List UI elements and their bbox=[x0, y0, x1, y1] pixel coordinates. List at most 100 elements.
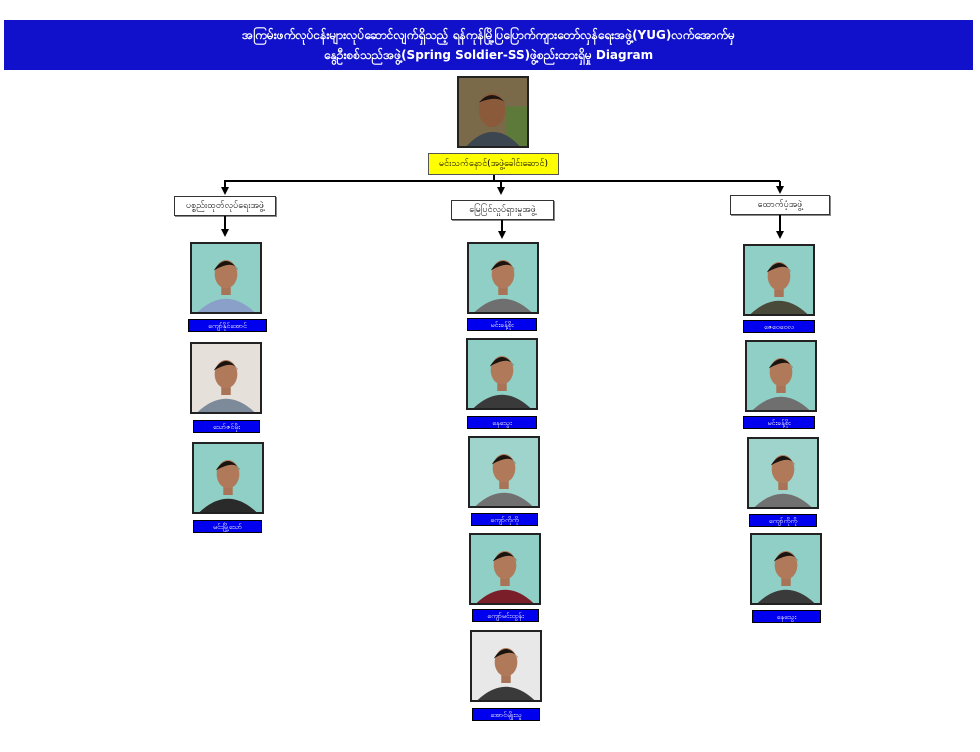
portrait-hair bbox=[489, 357, 515, 367]
member-photo bbox=[743, 244, 815, 316]
member-name-label: မင်းခန့်စိုး bbox=[467, 318, 537, 331]
portrait-neck bbox=[781, 576, 791, 586]
portrait-hair bbox=[213, 261, 239, 271]
member-name-label: အောင်မျိုးသူ bbox=[472, 708, 540, 721]
portrait-neck bbox=[776, 383, 786, 393]
portrait-neck bbox=[498, 285, 508, 295]
member-name-label: ဇေဝေဝေလ bbox=[743, 320, 815, 333]
diagram-title: အကြမ်းဖက်လုပ်ငန်းများလုပ်ဆောင်လျက်ရှိသည့… bbox=[4, 20, 973, 70]
member-name-label: နေသွေး bbox=[752, 610, 821, 623]
member-portrait bbox=[749, 439, 817, 507]
member-portrait bbox=[752, 535, 820, 603]
member-portrait bbox=[472, 632, 540, 700]
portrait-face bbox=[216, 460, 240, 489]
portrait-hair bbox=[492, 552, 518, 562]
member-name-label: သော်ဇင်မိုး bbox=[193, 420, 260, 433]
member-photo bbox=[750, 533, 822, 605]
connector-members-3 bbox=[779, 215, 781, 232]
arrow-group-1 bbox=[221, 187, 229, 195]
member-portrait bbox=[745, 246, 813, 314]
portrait-body bbox=[473, 394, 531, 408]
portrait-face bbox=[491, 260, 515, 289]
arrow-members-1 bbox=[221, 229, 229, 237]
portrait-body bbox=[197, 398, 255, 412]
member-photo bbox=[470, 630, 542, 702]
connector-group-1 bbox=[224, 181, 226, 188]
portrait-body bbox=[752, 396, 810, 410]
member-photo bbox=[468, 436, 540, 508]
portrait-neck bbox=[499, 479, 509, 489]
leader-photo bbox=[457, 76, 529, 148]
portrait-face bbox=[771, 455, 795, 484]
portrait-body bbox=[197, 298, 255, 312]
portrait-hair bbox=[773, 552, 799, 562]
leader-portrait bbox=[459, 78, 527, 146]
portrait-hair bbox=[768, 359, 794, 369]
member-name-label: ကျော်ကိုကို bbox=[749, 514, 817, 527]
member-portrait bbox=[468, 340, 536, 408]
portrait-neck bbox=[778, 480, 788, 490]
portrait-body bbox=[477, 686, 535, 700]
portrait-neck bbox=[500, 576, 510, 586]
connector-members-2 bbox=[501, 220, 503, 232]
portrait-face bbox=[490, 356, 514, 385]
portrait-body bbox=[199, 498, 257, 512]
member-portrait bbox=[192, 244, 260, 312]
member-portrait bbox=[469, 244, 537, 312]
member-portrait bbox=[470, 438, 538, 506]
portrait-face bbox=[767, 262, 791, 291]
portrait-hair bbox=[770, 456, 796, 466]
portrait-body bbox=[754, 493, 812, 507]
portrait-hair bbox=[493, 649, 519, 659]
portrait-neck bbox=[221, 285, 231, 295]
portrait-neck bbox=[497, 381, 507, 391]
portrait-face bbox=[494, 648, 518, 677]
connector-group-3 bbox=[779, 181, 781, 187]
group-label-production: ပစ္စည်းထုတ်လုပ်ရေးအဖွဲ့ bbox=[174, 196, 276, 216]
connector-group-2 bbox=[500, 181, 502, 188]
member-portrait bbox=[747, 342, 815, 410]
title-line-2: နွေဦးစစ်သည်အဖွဲ့(Spring Soldier-SS)ဖွဲ့စ… bbox=[323, 48, 654, 62]
portrait-face bbox=[214, 360, 238, 389]
portrait-hair bbox=[766, 263, 792, 273]
portrait-hair bbox=[491, 455, 517, 465]
group-label-support: ထောက်ပံ့အဖွဲ့ bbox=[730, 195, 830, 215]
member-photo bbox=[190, 242, 262, 314]
arrow-group-3 bbox=[776, 186, 784, 194]
member-name-label: ကျော်မင်းထွန်း bbox=[472, 609, 539, 622]
portrait-body bbox=[757, 589, 815, 603]
member-portrait bbox=[194, 444, 262, 512]
member-photo bbox=[190, 342, 262, 414]
portrait-face bbox=[774, 551, 798, 580]
portrait-hair bbox=[213, 361, 239, 371]
portrait-face bbox=[769, 358, 793, 387]
member-portrait bbox=[471, 535, 539, 603]
leader-label: မင်းသက်နောင်(အဖွဲ့ခေါင်းဆောင်) bbox=[428, 153, 559, 175]
portrait-hair bbox=[490, 261, 516, 271]
portrait-neck bbox=[774, 287, 784, 297]
arrow-members-2 bbox=[498, 231, 506, 239]
member-name-label: မင်းခန့်စိုး bbox=[743, 416, 815, 429]
portrait-face bbox=[492, 454, 516, 483]
portrait-neck bbox=[501, 673, 511, 683]
member-name-label: ကျော်နိုင်အောင် bbox=[188, 319, 267, 332]
portrait-body bbox=[475, 492, 533, 506]
portrait-body bbox=[750, 300, 808, 314]
member-portrait bbox=[192, 344, 260, 412]
member-photo bbox=[466, 338, 538, 410]
arrow-members-3 bbox=[776, 231, 784, 239]
group-label-ground: မြေပြင်လှုပ်ရှားမှုအဖွဲ့ bbox=[451, 200, 554, 220]
portrait-face bbox=[214, 260, 238, 289]
portrait-neck bbox=[223, 485, 233, 495]
portrait-face bbox=[493, 551, 517, 580]
portrait-neck bbox=[221, 385, 231, 395]
member-name-label: နေသွေး bbox=[467, 416, 537, 429]
member-photo bbox=[469, 533, 541, 605]
portrait-hair bbox=[215, 461, 241, 471]
member-name-label: ကျော်ကိုကို bbox=[471, 513, 538, 526]
member-photo bbox=[745, 340, 817, 412]
portrait-body bbox=[474, 298, 532, 312]
member-photo bbox=[467, 242, 539, 314]
member-photo bbox=[192, 442, 264, 514]
connector-horizontal bbox=[224, 180, 780, 182]
